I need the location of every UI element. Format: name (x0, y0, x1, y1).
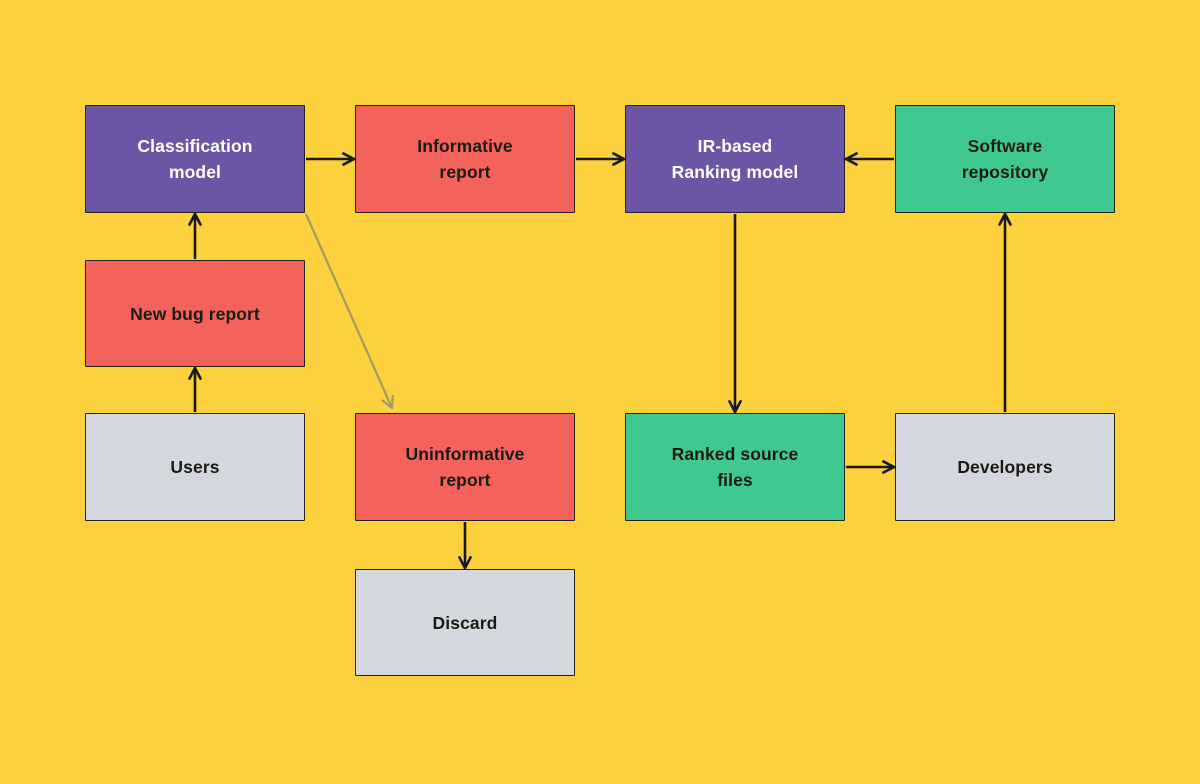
arrow-uninformative-report-to-discard (458, 522, 472, 570)
arrow-ranked-source-files-to-developers (846, 460, 896, 474)
arrow-developers-to-software-repository (998, 212, 1012, 412)
arrow-software-repository-to-ir-ranking-model (844, 152, 894, 166)
arrow-ir-ranking-model-to-ranked-source-files (728, 214, 742, 414)
arrow-classification-model-to-uninformative-report (304, 213, 394, 410)
node-classification-model: Classification model (85, 105, 305, 213)
node-uninformative-report: Uninformative report (355, 413, 575, 521)
node-software-repository: Software repository (895, 105, 1115, 213)
arrow-new-bug-report-to-classification-model (188, 212, 202, 259)
node-new-bug-report: New bug report (85, 260, 305, 367)
node-ir-based-ranking-model: IR-based Ranking model (625, 105, 845, 213)
node-users: Users (85, 413, 305, 521)
arrow-classification-model-to-informative-report (306, 152, 356, 166)
node-developers: Developers (895, 413, 1115, 521)
node-discard: Discard (355, 569, 575, 676)
arrow-informative-report-to-ir-ranking-model (576, 152, 626, 166)
node-ranked-source-files: Ranked source files (625, 413, 845, 521)
arrow-users-to-new-bug-report (188, 366, 202, 412)
node-informative-report: Informative report (355, 105, 575, 213)
